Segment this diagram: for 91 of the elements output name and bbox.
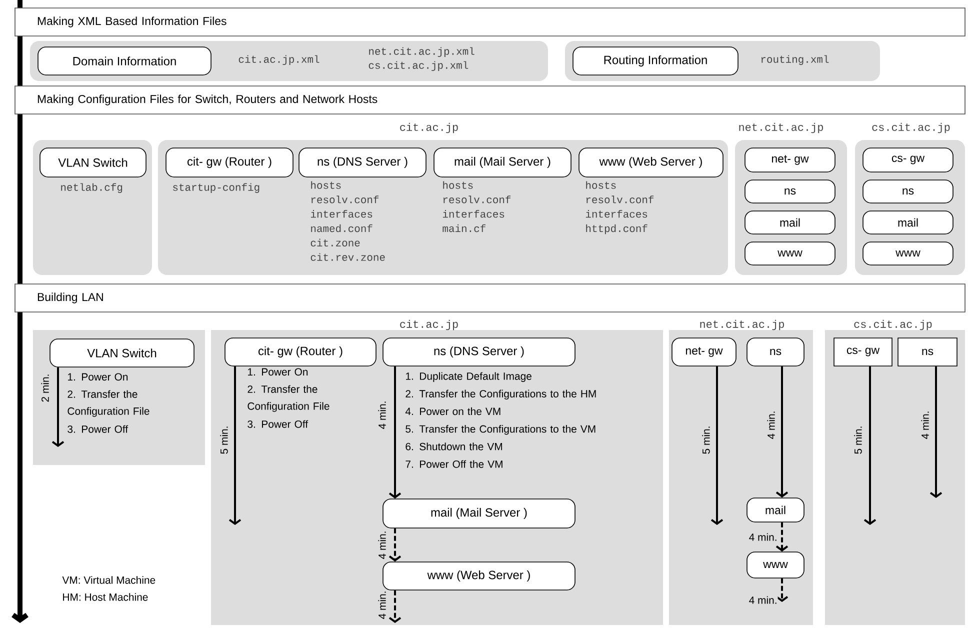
domain-label: net.cit.ac.jp — [700, 320, 784, 330]
file-name: interfaces — [442, 210, 504, 218]
domain-label: cit.ac.jp — [400, 320, 458, 330]
step-text: 7. Power Off the VM — [406, 460, 502, 468]
arrow — [776, 366, 788, 498]
process-box: www — [746, 552, 804, 578]
process-box: mail — [862, 210, 954, 234]
domain-label: net.cit.ac.jp — [739, 122, 823, 134]
process-box: cit- gw (Router ) — [224, 338, 376, 366]
process-box: cit- gw (Router ) — [166, 148, 294, 178]
file-name: net.cit.ac.jp.xml — [369, 47, 474, 57]
arrow — [388, 366, 402, 499]
edge-label: 5 min. — [220, 425, 228, 455]
process-box: net- gw — [672, 338, 736, 366]
note-text: VM: Virtual Machine — [62, 576, 156, 584]
arrow — [228, 366, 242, 525]
section-band: Making Configuration Files for Switch, Routers and Network Hosts — [14, 86, 966, 114]
arrow — [388, 528, 402, 562]
arrow — [776, 522, 788, 552]
edge-label: 4 min. — [748, 532, 778, 542]
arrow — [776, 578, 788, 602]
file-name: startup-config — [173, 183, 260, 193]
file-name: cit.rev.zone — [310, 253, 385, 261]
process-box: net- gw — [744, 148, 836, 172]
process-box: www — [862, 242, 954, 266]
step-text: 2. Transfer the Configurations to the HM — [406, 390, 596, 400]
step-text: 3. Power Off — [248, 420, 308, 428]
file-name: resolv.conf — [443, 196, 511, 204]
section-band: Building LAN — [14, 284, 966, 312]
arrow — [52, 367, 64, 447]
process-box: Domain Information — [38, 46, 212, 76]
file-name: cs.cit.ac.jp.xml — [368, 61, 468, 71]
process-box: www (Web Server ) — [578, 148, 724, 178]
arrow — [930, 366, 942, 498]
step-text: 1. Power On — [248, 368, 308, 376]
process-box: mail — [744, 210, 836, 234]
step-text: 1. Duplicate Default Image — [406, 372, 532, 382]
edge-label: 5 min. — [854, 425, 862, 455]
process-box: VLAN Switch — [50, 338, 194, 368]
process-box: mail (Mail Server ) — [434, 148, 572, 178]
file-name: cit.zone — [310, 238, 360, 246]
file-name: cit.ac.jp.xml — [238, 55, 320, 65]
edge-label: 4 min. — [766, 410, 776, 440]
step-text: 2. Transfer the Configuration File — [68, 390, 150, 417]
step-text: 1. Power On — [68, 373, 128, 381]
arrow — [864, 366, 876, 525]
process-box: ns (DNS Server ) — [298, 148, 426, 178]
process-box: ns — [746, 338, 804, 366]
step-text: 6. Shutdown the VM — [406, 442, 502, 450]
process-box: cs- gw — [862, 148, 954, 172]
step-text: 3. Power Off — [68, 425, 128, 433]
domain-label: cs.cit.ac.jp — [872, 122, 950, 134]
file-name: netlab.cfg — [61, 183, 122, 193]
file-name: resolv.conf — [586, 196, 654, 204]
process-box: mail (Mail Server ) — [382, 498, 576, 528]
file-name: hosts — [443, 181, 473, 189]
file-name: hosts — [586, 181, 616, 189]
process-box: www — [744, 242, 836, 266]
process-box: ns — [862, 180, 954, 204]
file-name: routing.xml — [761, 55, 829, 65]
step-text: 4. Power on the VM — [405, 407, 500, 416]
process-box: ns — [744, 180, 836, 204]
file-name: hosts — [311, 181, 341, 189]
edge-label: 4 min. — [748, 596, 778, 604]
process-box: cs- gw — [834, 338, 892, 366]
domain-label: cs.cit.ac.jp — [854, 320, 932, 330]
arrow — [388, 590, 402, 623]
file-name: named.conf — [311, 224, 372, 232]
process-box: ns — [898, 338, 958, 366]
note-text: HM: Host Machine — [63, 593, 148, 601]
process-box: ns (DNS Server ) — [382, 338, 576, 366]
domain-label: cit.ac.jp — [400, 122, 458, 134]
process-box: mail — [746, 498, 804, 522]
file-name: interfaces — [310, 210, 372, 218]
process-box: VLAN Switch — [40, 148, 146, 178]
file-name: interfaces — [586, 210, 648, 218]
process-box: www (Web Server ) — [382, 562, 576, 590]
edge-label: 2 min. — [40, 373, 50, 403]
edge-label: 4 min. — [920, 410, 930, 440]
file-name: main.cf — [442, 224, 486, 232]
section-band: Making XML Based Information Files — [14, 8, 966, 36]
file-name: resolv.conf — [311, 196, 379, 204]
step-text: 5. Transfer the Configurations to the VM — [406, 425, 596, 435]
edge-label: 4 min. — [378, 400, 386, 430]
edge-label: 4 min. — [378, 590, 386, 620]
step-text: 2. Transfer the Configuration File — [248, 385, 330, 412]
process-box: Routing Information — [572, 46, 738, 76]
file-name: httpd.conf — [586, 224, 648, 234]
edge-label: 5 min. — [702, 425, 710, 455]
edge-label: 4 min. — [378, 530, 386, 560]
arrow — [710, 366, 724, 525]
